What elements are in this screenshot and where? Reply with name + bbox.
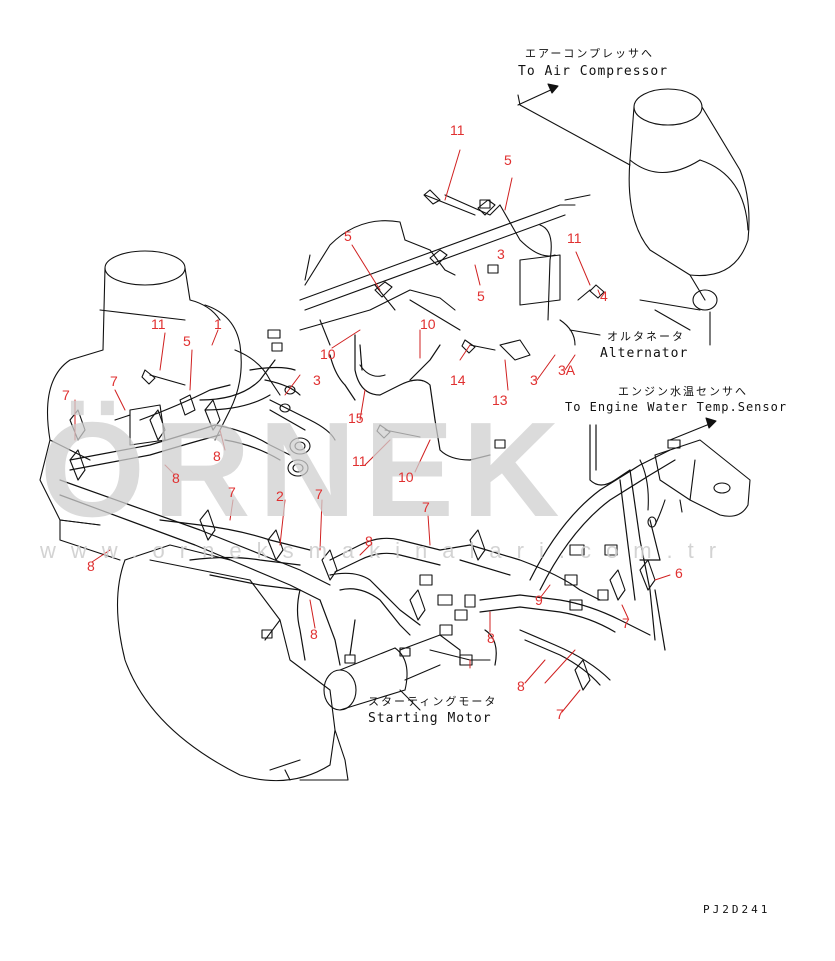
part-number-8: 8 xyxy=(172,470,180,486)
part-number-8: 8 xyxy=(487,630,495,646)
part-number-7: 7 xyxy=(62,387,70,403)
part-number-7: 7 xyxy=(556,706,564,722)
part-number-3A: 3A xyxy=(558,362,576,378)
plug-connectors xyxy=(267,329,311,477)
part-number-6: 6 xyxy=(675,565,683,581)
small-connectors xyxy=(261,199,618,666)
part-number-5: 5 xyxy=(477,288,485,304)
water-temp-leader xyxy=(669,417,717,441)
upper-rail xyxy=(299,194,591,346)
alternator-label-jp: オルタネータ xyxy=(607,330,685,343)
part-number-7: 7 xyxy=(622,615,630,631)
part-number-5: 5 xyxy=(183,333,191,349)
tie-bands xyxy=(69,399,656,691)
part-number-4: 4 xyxy=(600,288,608,304)
harness-left xyxy=(69,359,336,471)
air-compressor-label-en: To Air Compressor xyxy=(518,64,669,79)
alternator-leader xyxy=(569,329,601,336)
part-number-8: 8 xyxy=(310,626,318,642)
watermark-logo: ÖRNEK xyxy=(40,394,568,545)
alternator-label-en: Alternator xyxy=(600,346,689,361)
watermark-url: www.orneksmakinalari.com.tr xyxy=(40,538,732,563)
air-compressor-outline xyxy=(628,88,750,346)
part-number-10: 10 xyxy=(398,469,414,485)
drawing-code: PJ2D241 xyxy=(703,903,771,916)
part-number-7: 7 xyxy=(315,486,323,502)
part-number-8: 8 xyxy=(517,678,525,694)
part-number-11: 11 xyxy=(567,230,582,246)
part-number-3: 3 xyxy=(313,372,321,388)
flywheel-housing xyxy=(59,519,349,782)
bolts xyxy=(141,189,605,439)
air-compressor-label-jp: エアーコンプレッサへ xyxy=(525,47,655,60)
part-number-7: 7 xyxy=(422,499,430,515)
part-number-2: 2 xyxy=(276,488,284,504)
starting-motor-label-jp: スターティングモータ xyxy=(368,695,498,708)
part-number-5: 5 xyxy=(504,152,512,168)
air-compressor-leader xyxy=(517,83,631,166)
water-temp-label-en: To Engine Water Temp.Sensor xyxy=(565,400,788,414)
water-temp-sensor-block xyxy=(639,439,751,528)
part-number-5: 5 xyxy=(344,228,352,244)
starting-motor-label-en: Starting Motor xyxy=(368,711,492,726)
part-number-7: 7 xyxy=(228,484,236,500)
part-number-3: 3 xyxy=(530,372,538,388)
part-number-11: 11 xyxy=(450,122,465,138)
part-number-3: 3 xyxy=(497,246,505,262)
part-number-8: 8 xyxy=(365,533,373,549)
part-number-10: 10 xyxy=(420,316,436,332)
part-number-14: 14 xyxy=(450,372,466,388)
part-number-1: 1 xyxy=(214,316,222,332)
water-temp-label-jp: エンジン水温センサへ xyxy=(618,385,748,398)
harness-center xyxy=(329,334,491,461)
part-number-8: 8 xyxy=(213,448,221,464)
part-number-15: 15 xyxy=(348,410,364,426)
part-leader-lines xyxy=(74,149,671,713)
part-number-9: 9 xyxy=(535,592,543,608)
part-number-13: 13 xyxy=(492,392,508,408)
part-number-8: 8 xyxy=(87,558,95,574)
part-number-11: 11 xyxy=(352,453,367,469)
part-number-11: 11 xyxy=(151,316,166,332)
harness-lower xyxy=(59,479,651,686)
clamps xyxy=(114,199,531,446)
part-number-7: 7 xyxy=(110,373,118,389)
harness-right xyxy=(529,424,676,651)
part-number-10: 10 xyxy=(320,346,336,362)
